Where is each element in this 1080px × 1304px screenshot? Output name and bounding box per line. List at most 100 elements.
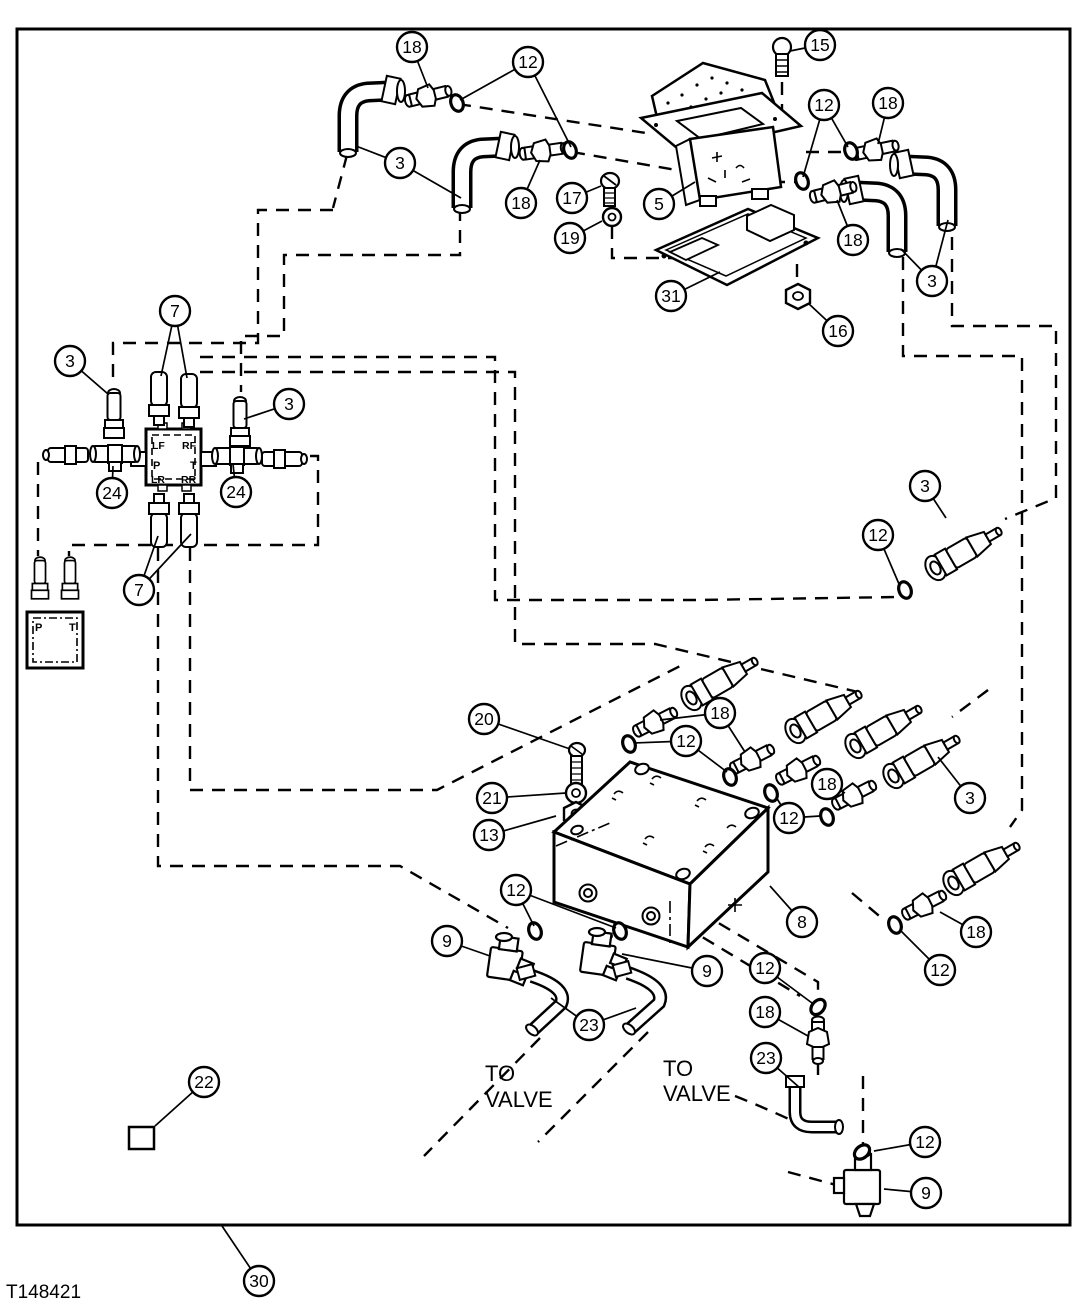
nipple-fitting <box>42 445 89 465</box>
callout-3: 3 <box>937 756 987 815</box>
junction-cluster <box>25 371 308 670</box>
callout-18: 18 <box>871 86 905 145</box>
callout-circle <box>923 953 957 987</box>
callout-circle <box>654 279 688 313</box>
callout-number: 12 <box>779 808 798 828</box>
callout-16: 16 <box>807 302 855 348</box>
callout-5: 5 <box>642 181 696 221</box>
callout-12: 12 <box>802 88 849 178</box>
manifold-block-8 <box>551 760 771 951</box>
callout-12: 12 <box>772 796 821 835</box>
callout-number: 3 <box>920 476 930 496</box>
callout-number: 18 <box>817 774 836 794</box>
callout-number: 9 <box>921 1183 931 1203</box>
callout-number: 12 <box>814 95 833 115</box>
callout-number: 23 <box>579 1015 598 1035</box>
callout-number: 31 <box>661 286 680 306</box>
label-t: T <box>69 622 76 634</box>
label-valve: VALVE <box>663 1081 731 1106</box>
fitting <box>60 556 80 600</box>
label-rr: RR <box>181 474 197 486</box>
callout-number: 18 <box>402 37 421 57</box>
callout-circle <box>219 475 253 509</box>
callout-number: 18 <box>843 230 862 250</box>
fitting-3 <box>229 396 251 447</box>
callout-number: 20 <box>474 709 494 729</box>
callout-circle <box>383 146 417 180</box>
callout-18: 18 <box>939 911 993 949</box>
callout-circle <box>953 781 987 815</box>
callout-9: 9 <box>430 924 491 958</box>
callout-circle <box>95 476 129 510</box>
callout-circle <box>553 221 587 255</box>
callout-9: 9 <box>621 953 724 988</box>
callout-3: 3 <box>908 469 947 519</box>
callout-3: 3 <box>900 219 949 298</box>
label-t: T <box>190 460 197 472</box>
callout-number: 16 <box>828 321 847 341</box>
callout-number: 22 <box>194 1072 213 1092</box>
callout-circle <box>187 1065 221 1099</box>
nipple-fitting <box>261 449 308 469</box>
callout-circle <box>748 995 782 1029</box>
callout-12: 12 <box>459 45 572 148</box>
callout-number: 12 <box>915 1132 934 1152</box>
nut-16 <box>784 282 812 311</box>
callout-22: 22 <box>154 1065 221 1127</box>
callout-circle <box>772 801 806 835</box>
label-to: TO <box>663 1056 693 1081</box>
callout-circle <box>242 1264 276 1298</box>
callout-number: 8 <box>797 912 807 932</box>
callout-circle <box>472 818 506 852</box>
callout-number: 9 <box>702 961 712 981</box>
callout-circle <box>158 294 192 328</box>
callout-number: 12 <box>930 960 949 980</box>
callout-circle <box>467 702 501 736</box>
callout-circle <box>430 924 464 958</box>
callout-number: 13 <box>479 825 498 845</box>
callout-number: 12 <box>506 880 525 900</box>
callout-circle <box>909 1176 943 1210</box>
callout-18: 18 <box>504 159 541 220</box>
callout-circle <box>871 86 905 120</box>
screw-17 <box>599 171 621 207</box>
callout-number: 19 <box>560 228 579 248</box>
callout-circle <box>555 181 589 215</box>
pedal-assembly <box>638 61 804 207</box>
callout-number: 21 <box>482 788 501 808</box>
bottom-fittings <box>127 926 882 1218</box>
bolt-15 <box>771 36 793 77</box>
callout-number: 12 <box>676 731 695 751</box>
callout-18: 18 <box>748 995 809 1037</box>
callout-number: 12 <box>868 525 887 545</box>
callout-circle <box>572 1008 606 1042</box>
callout-circle <box>53 344 87 378</box>
callout-circle <box>122 573 156 607</box>
callout-circle <box>395 30 429 64</box>
callout-number: 18 <box>755 1002 774 1022</box>
callout-number: 18 <box>966 922 985 942</box>
callout-circle <box>836 223 870 257</box>
callout-number: 18 <box>878 93 897 113</box>
callout-number: 18 <box>710 703 729 723</box>
screw-20 <box>567 741 587 787</box>
callout-circle <box>821 314 855 348</box>
callout-number: 12 <box>755 958 774 978</box>
callout-circle <box>785 905 819 939</box>
callout-12: 12 <box>900 930 957 987</box>
callout-number: 23 <box>756 1048 775 1068</box>
callout-23: 23 <box>749 1041 801 1089</box>
callout-number: 3 <box>927 271 937 291</box>
hose-23-left <box>515 962 570 1037</box>
callout-number: 3 <box>65 351 75 371</box>
label-to: TO <box>485 1061 515 1086</box>
washer-19 <box>601 206 623 228</box>
callout-circle <box>803 28 837 62</box>
callout-30: 30 <box>221 1225 276 1298</box>
callout-circle <box>749 1041 783 1075</box>
callout-number: 24 <box>102 483 122 503</box>
callout-circle <box>669 724 703 758</box>
washer-21 <box>564 781 588 805</box>
